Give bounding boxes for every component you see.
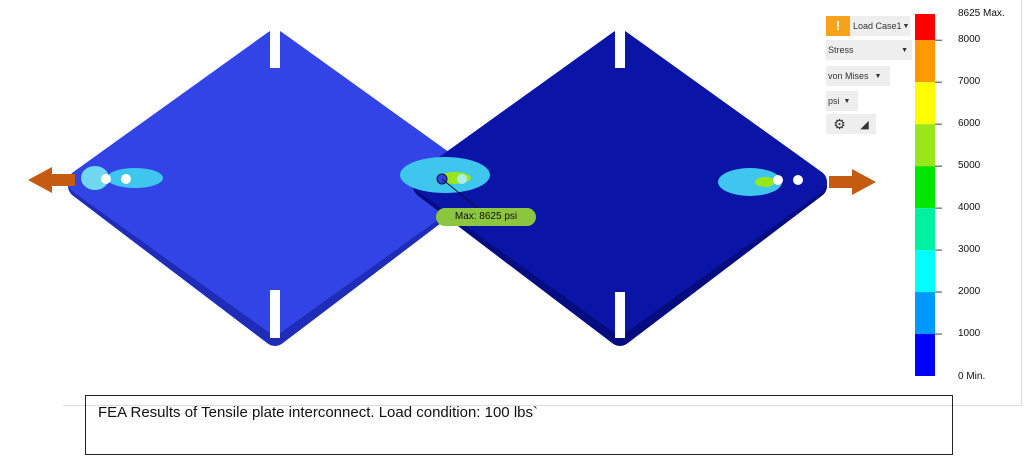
colorbar-band <box>915 166 935 209</box>
gear-icon[interactable]: ⚙ <box>833 115 846 132</box>
pin <box>121 174 131 184</box>
figure-caption: FEA Results of Tensile plate interconnec… <box>85 395 953 455</box>
colorbar-tick-label: 1000 <box>958 328 981 340</box>
legend-tools: ⚙ ◢ <box>826 114 876 134</box>
colorbar-tick-label: 8000 <box>958 34 981 46</box>
slot-bottom-left <box>270 290 280 338</box>
colorbar-band <box>915 82 935 125</box>
colorbar-tick-label: 2000 <box>958 286 981 298</box>
colorbar-tick-label: 3000 <box>958 244 981 256</box>
pin <box>101 174 111 184</box>
left-plate <box>68 28 482 346</box>
load-case-dropdown[interactable]: ! Load Case1▼ <box>826 16 910 36</box>
warning-icon: ! <box>826 16 850 36</box>
colorbar-band <box>915 292 935 335</box>
right-plate <box>400 28 827 346</box>
pin <box>793 175 803 185</box>
colorbar-band <box>915 40 935 83</box>
triangle-probe-icon[interactable]: ◢ <box>860 118 869 131</box>
result-type-dropdown[interactable]: Stress▼ <box>826 40 912 60</box>
slot-bottom-right <box>615 292 625 338</box>
legend-min-label: 0 Min. <box>958 371 986 382</box>
load-arrow-left-icon <box>28 167 75 193</box>
viewport-frame <box>63 0 1022 406</box>
colorbar-tick-label: 6000 <box>958 118 981 130</box>
slot-top-right <box>615 28 625 68</box>
colorbar-tick-label: 5000 <box>958 160 981 172</box>
colorbar-band <box>915 208 935 251</box>
pin <box>773 175 783 185</box>
colorbar-band <box>915 14 935 41</box>
colorbar-band <box>915 250 935 293</box>
pin <box>457 174 467 184</box>
legend-max-label: 8625 Max. <box>958 8 1005 19</box>
slot-top-left <box>270 28 280 68</box>
colorbar-band <box>915 124 935 167</box>
colorbar-band <box>915 334 935 376</box>
max-stress-tag: Max: 8625 psi <box>436 208 536 226</box>
colorbar-tick-label: 7000 <box>958 76 981 88</box>
colorbar-tick-label: 4000 <box>958 202 981 214</box>
load-arrow-right-icon <box>829 169 876 195</box>
component-dropdown[interactable]: von Mises▼ <box>826 66 890 86</box>
stress-colorbar <box>915 14 942 376</box>
units-dropdown[interactable]: psi▼ <box>826 91 858 111</box>
